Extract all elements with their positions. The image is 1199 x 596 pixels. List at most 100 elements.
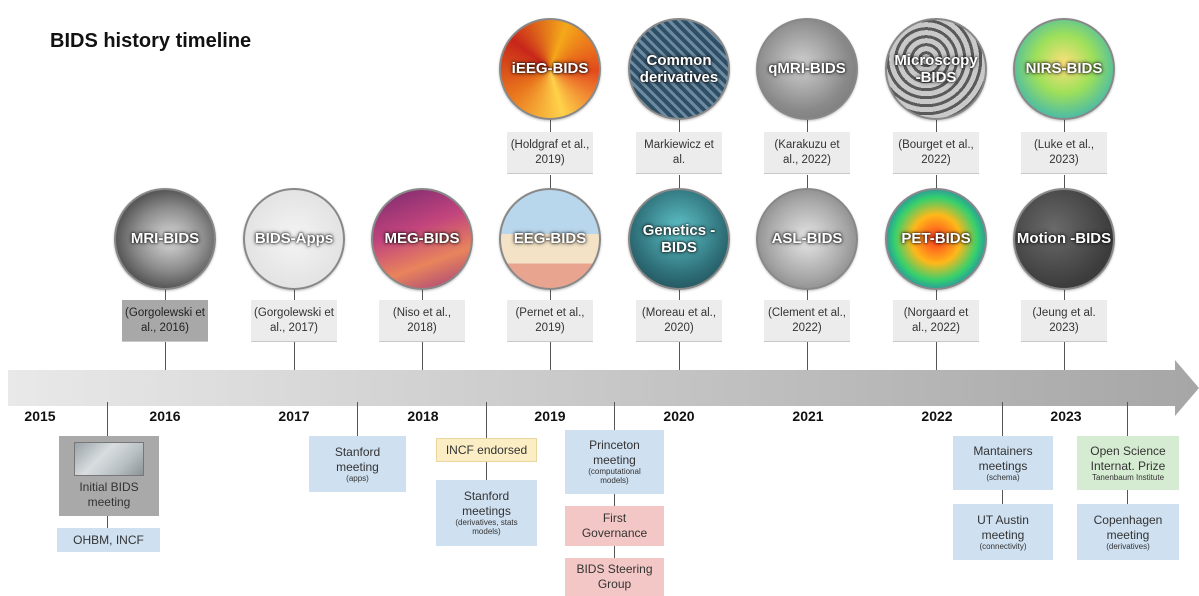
spec-circle-meg: MEG-BIDS (371, 188, 473, 290)
event-open-science-prize: Open Science Internat. Prize Tanenbaum I… (1077, 436, 1179, 490)
spec-circle-mri: MRI-BIDS (114, 188, 216, 290)
event-sublabel: (derivatives) (1106, 541, 1150, 551)
connector-line (550, 175, 551, 190)
event-steering-group: BIDS Steering Group (565, 558, 664, 596)
spec-label: MRI-BIDS (130, 230, 200, 248)
spec-circle-derivatives: Common derivatives (628, 18, 730, 120)
event-initial-meeting: Initial BIDS meeting (59, 436, 159, 516)
spec-label: EEG-BIDS (513, 230, 587, 248)
spec-circle-eeg: EEG-BIDS (499, 188, 601, 290)
event-label: Copenhagen meeting (1093, 512, 1163, 542)
connector-line (807, 340, 808, 370)
connector-line (165, 340, 166, 370)
timeline-arrow (8, 360, 1199, 416)
event-label: Stanford meetings (462, 489, 511, 519)
connector-line (1064, 118, 1065, 132)
connector-line (486, 462, 487, 480)
event-incf-endorsed: INCF endorsed (436, 438, 537, 462)
spec-circle-qmri: qMRI-BIDS (756, 18, 858, 120)
event-sublabel: (derivatives, stats models) (455, 518, 518, 536)
citation-label: (Karakuzu et al., 2022) (764, 132, 850, 174)
connector-line (1127, 402, 1128, 436)
event-label: Stanford meeting (334, 444, 381, 474)
event-sublabel: (schema) (986, 472, 1020, 482)
spec-label: MEG-BIDS (384, 230, 460, 248)
connector-line (1002, 490, 1003, 504)
connector-line (107, 516, 108, 528)
spec-label: BIDS-Apps (254, 230, 334, 248)
event-label: First Governance (581, 511, 648, 540)
year-label: 2015 (24, 408, 56, 424)
connector-line (294, 340, 295, 370)
citation-label: Markiewicz et al. (636, 132, 722, 174)
connector-line (807, 290, 808, 300)
citation-label: (Moreau et al., 2020) (636, 300, 722, 342)
connector-line (165, 290, 166, 300)
event-label: OHBM, INCF (73, 532, 144, 547)
event-ut-austin: UT Austin meeting (connectivity) (953, 504, 1053, 560)
spec-circle-ieeg: iEEG-BIDS (499, 18, 601, 120)
spec-label: NIRS-BIDS (1025, 60, 1103, 78)
citation-label: (Luke et al., 2023) (1021, 132, 1107, 174)
event-stanford-derivatives: Stanford meetings (derivatives, stats mo… (436, 480, 537, 546)
event-sublabel: (computational models) (588, 467, 641, 485)
event-copenhagen: Copenhagen meeting (derivatives) (1077, 504, 1179, 560)
connector-line (807, 175, 808, 190)
connector-line (1002, 402, 1003, 436)
year-label: 2020 (663, 408, 695, 424)
connector-line (679, 340, 680, 370)
spec-circle-pet: PET-BIDS (885, 188, 987, 290)
spec-label: PET-BIDS (901, 230, 971, 248)
year-label: 2022 (921, 408, 953, 424)
event-princeton: Princeton meeting (computational models) (565, 430, 664, 494)
spec-label: ASL-BIDS (771, 230, 843, 248)
spec-label: Microscopy -BIDS (894, 51, 978, 86)
event-label: UT Austin meeting (977, 512, 1029, 542)
connector-line (357, 402, 358, 438)
citation-label: (Norgaard et al., 2022) (893, 300, 979, 342)
event-label: BIDS Steering Group (576, 562, 653, 591)
spec-label: Genetics -BIDS (642, 221, 716, 256)
year-label: 2017 (278, 408, 310, 424)
event-ohbm: OHBM, INCF (57, 528, 160, 552)
citation-label: (Bourget et al., 2022) (893, 132, 979, 174)
spec-circle-asl: ASL-BIDS (756, 188, 858, 290)
event-label: Mantainers meetings (973, 443, 1033, 473)
connector-line (1064, 340, 1065, 370)
connector-line (936, 175, 937, 190)
meeting-photo (74, 442, 144, 476)
connector-line (1127, 490, 1128, 504)
connector-line (294, 290, 295, 300)
year-label: 2018 (407, 408, 439, 424)
event-label: INCF endorsed (445, 442, 528, 457)
spec-label: qMRI-BIDS (768, 60, 846, 78)
event-label: Open Science Internat. Prize (1090, 443, 1166, 473)
event-sublabel: (apps) (346, 473, 369, 483)
citation-label: (Gorgolewski et al., 2016) (122, 300, 208, 342)
event-stanford-apps: Stanford meeting (apps) (309, 436, 406, 492)
event-maintainers: Mantainers meetings (schema) (953, 436, 1053, 490)
connector-line (550, 290, 551, 300)
connector-line (679, 290, 680, 300)
citation-label: (Niso et al., 2018) (379, 300, 465, 342)
citation-label: (Pernet et al., 2019) (507, 300, 593, 342)
year-label: 2019 (534, 408, 566, 424)
connector-line (486, 402, 487, 438)
spec-label: Motion -BIDS (1016, 230, 1112, 248)
connector-line (807, 118, 808, 132)
connector-line (679, 175, 680, 190)
connector-line (936, 118, 937, 132)
spec-label: iEEG-BIDS (511, 60, 589, 78)
connector-line (107, 402, 108, 438)
connector-line (422, 340, 423, 370)
spec-circle-microscopy: Microscopy -BIDS (885, 18, 987, 120)
year-label: 2016 (149, 408, 181, 424)
citation-label: (Clement et al., 2022) (764, 300, 850, 342)
connector-line (936, 340, 937, 370)
connector-line (550, 340, 551, 370)
spec-circle-motion: Motion -BIDS (1013, 188, 1115, 290)
spec-label: Common derivatives (639, 51, 719, 86)
connector-line (1064, 290, 1065, 300)
connector-line (614, 402, 615, 430)
connector-line (422, 290, 423, 300)
